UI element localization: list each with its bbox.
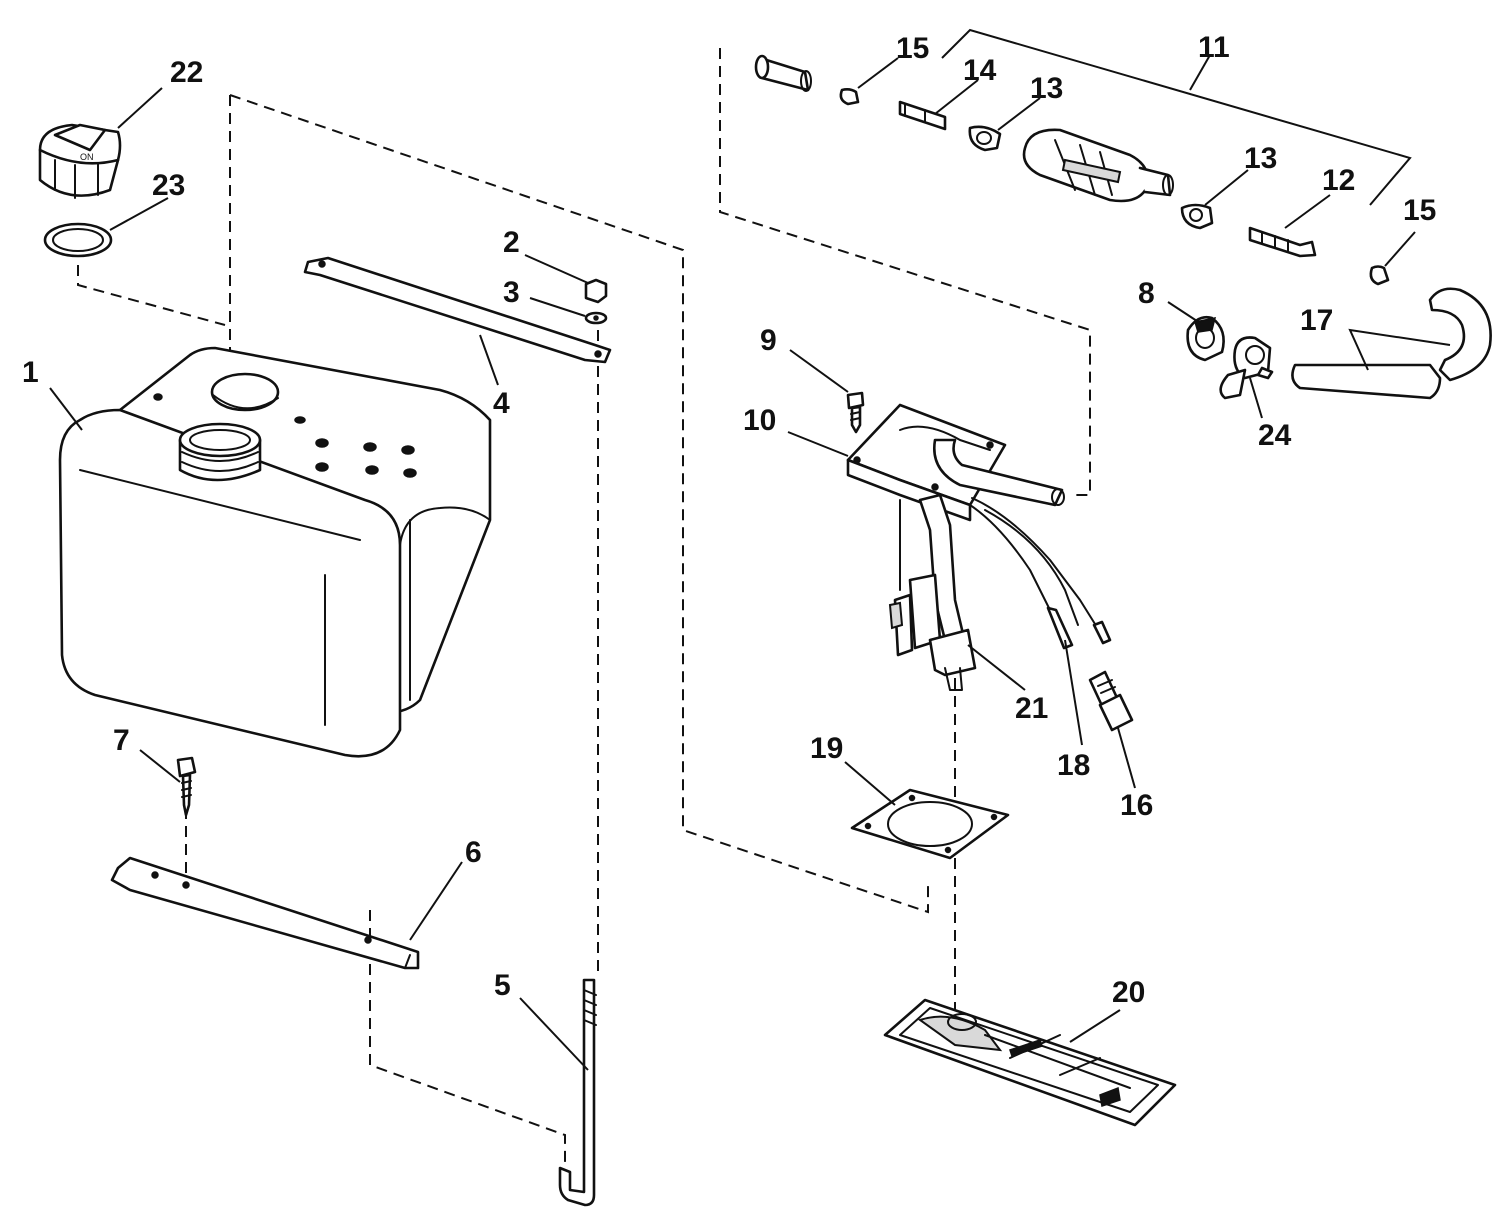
filler-cap: ON	[38, 123, 122, 199]
callout-16: 16	[1120, 789, 1153, 822]
callout-23: 23	[152, 169, 185, 202]
j-bolt	[558, 978, 597, 1207]
fuel-pickup-gauge	[846, 403, 1112, 691]
callout-11: 11	[1198, 31, 1230, 64]
callout-8: 8	[1138, 277, 1155, 310]
wire-connector	[1088, 670, 1134, 732]
callout-leaders	[49, 28, 1451, 1071]
mounting-bracket	[110, 856, 420, 970]
callout-7: 7	[113, 724, 130, 757]
short-hose-fitting	[754, 54, 812, 92]
primer-bulb-assembly	[754, 54, 1390, 286]
callout-18: 18	[1057, 749, 1090, 782]
callout-numbers: 1 2 3 4 5 6 7 8 9 10 11 12 13 13 14 15 1…	[22, 31, 1436, 1009]
nut-and-washer	[584, 278, 608, 325]
gauge-face	[883, 998, 1177, 1127]
callout-22: 22	[170, 56, 203, 89]
svg-text:ON: ON	[80, 152, 94, 162]
callout-19: 19	[810, 732, 843, 765]
tank-screw	[176, 756, 197, 817]
gauge-gasket	[850, 788, 1010, 860]
assembly-guide-lines	[77, 48, 1091, 1165]
callout-15b: 15	[1403, 194, 1436, 227]
callout-3: 3	[503, 276, 520, 309]
callout-6: 6	[465, 836, 482, 869]
callout-5: 5	[494, 969, 511, 1002]
callout-1: 1	[22, 356, 39, 389]
callout-4: 4	[493, 387, 510, 420]
gauge-screw	[846, 391, 865, 434]
callout-15: 15	[896, 32, 929, 65]
fuel-hose	[1291, 287, 1492, 400]
callout-13: 13	[1030, 72, 1063, 105]
callout-9: 9	[760, 324, 777, 357]
cap-gasket	[43, 222, 113, 258]
callout-2: 2	[503, 226, 520, 259]
elbow-fitting	[1219, 336, 1274, 400]
fuel-tank	[58, 346, 492, 758]
callout-10: 10	[743, 404, 776, 437]
callout-12: 12	[1322, 164, 1355, 197]
callout-13b: 13	[1244, 142, 1277, 175]
callout-24: 24	[1258, 419, 1292, 452]
hold-down-strap	[303, 256, 612, 364]
callout-21: 21	[1015, 692, 1048, 725]
callout-14: 14	[963, 54, 997, 87]
callout-20: 20	[1112, 976, 1145, 1009]
hose-clamp	[1186, 315, 1225, 362]
callout-17: 17	[1300, 304, 1333, 337]
